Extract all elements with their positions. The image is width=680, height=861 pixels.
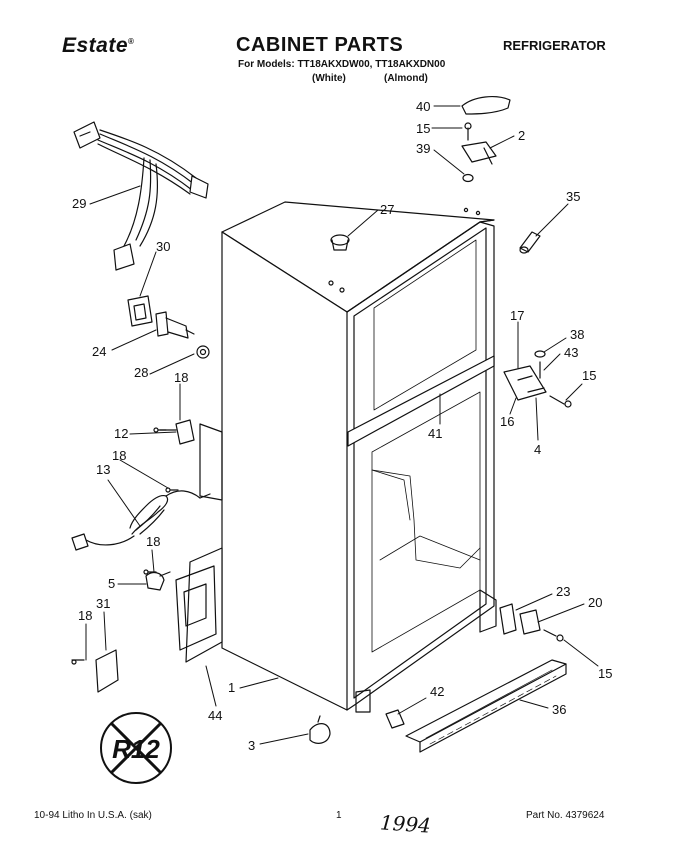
part-nut-28 [196, 345, 210, 359]
callout-43: 43 [564, 345, 578, 360]
model-numbers: For Models: TT18AKXDW00, TT18AKXDN00 [238, 59, 446, 70]
page-title: CABINET PARTS [236, 34, 404, 56]
part-hinge-2 [461, 141, 497, 165]
callout-23: 23 [556, 584, 570, 599]
callout-40: 40 [416, 99, 430, 114]
callout-29: 29 [72, 196, 86, 211]
part-toe-grille-36 [405, 659, 567, 753]
callout-5: 5 [108, 576, 115, 591]
r12-badge: R12 [100, 712, 172, 784]
part-number: Part No. 4379624 [526, 810, 605, 821]
callout-15-bottom: 15 [598, 666, 612, 681]
callout-41: 41 [428, 426, 442, 441]
callout-18-d: 18 [78, 608, 92, 623]
callout-30: 30 [156, 239, 170, 254]
part-clamp-5 [145, 571, 171, 591]
callout-3: 3 [248, 738, 255, 753]
callout-15-mid: 15 [582, 368, 596, 383]
callout-4: 4 [534, 442, 541, 457]
callout-2: 2 [518, 128, 525, 143]
screw-icons [71, 427, 179, 665]
category-label: REFRIGERATOR [503, 38, 606, 53]
part-pin-35 [519, 231, 541, 254]
callout-38: 38 [570, 327, 584, 342]
callout-24: 24 [92, 344, 106, 359]
litho-info: 10-94 Litho In U.S.A. (sak) [34, 810, 152, 821]
leader-lines [85, 105, 599, 745]
callout-31: 31 [96, 596, 110, 611]
callout-42: 42 [430, 684, 444, 699]
callout-18-a: 18 [174, 370, 188, 385]
wiring-harness [73, 121, 209, 271]
part-cover-31 [71, 649, 119, 693]
callout-18-b: 18 [112, 448, 126, 463]
callout-16: 16 [500, 414, 514, 429]
r12-badge-text: R12 [112, 734, 160, 764]
variant-white: (White) [312, 73, 346, 84]
part-center-hinge-16 [503, 350, 572, 408]
callout-20: 20 [588, 595, 602, 610]
part-leveler-3 [309, 715, 331, 744]
page-number: 1 [336, 810, 342, 821]
part-clip-12 [159, 419, 195, 445]
part-bottom-hinge-20 [499, 603, 564, 642]
callout-44: 44 [208, 708, 222, 723]
part-power-cord-13 [71, 490, 211, 551]
callout-13: 13 [96, 462, 110, 477]
callout-1: 1 [228, 680, 235, 695]
callout-35: 35 [566, 189, 580, 204]
callout-36: 36 [552, 702, 566, 717]
callout-39: 39 [416, 141, 430, 156]
callout-numbers: 40 15 2 39 35 27 29 30 24 28 18 12 18 13… [72, 99, 612, 753]
part-cap-40 [461, 96, 511, 115]
part-clip-42 [385, 709, 405, 729]
part-plug-27 [330, 234, 350, 251]
cabinet-body [175, 201, 497, 713]
callout-27: 27 [380, 202, 394, 217]
handwritten-year: 1994 [379, 810, 432, 838]
callout-28: 28 [134, 365, 148, 380]
brand-logo: Estate® [62, 34, 135, 57]
variant-almond: (Almond) [384, 73, 428, 84]
part-knob-24 [155, 311, 195, 339]
callout-18-c: 18 [146, 534, 160, 549]
callout-17: 17 [510, 308, 524, 323]
part-gasket-30 [127, 295, 153, 327]
callout-12: 12 [114, 426, 128, 441]
part-washer-39 [462, 173, 474, 183]
callout-15-top: 15 [416, 121, 430, 136]
